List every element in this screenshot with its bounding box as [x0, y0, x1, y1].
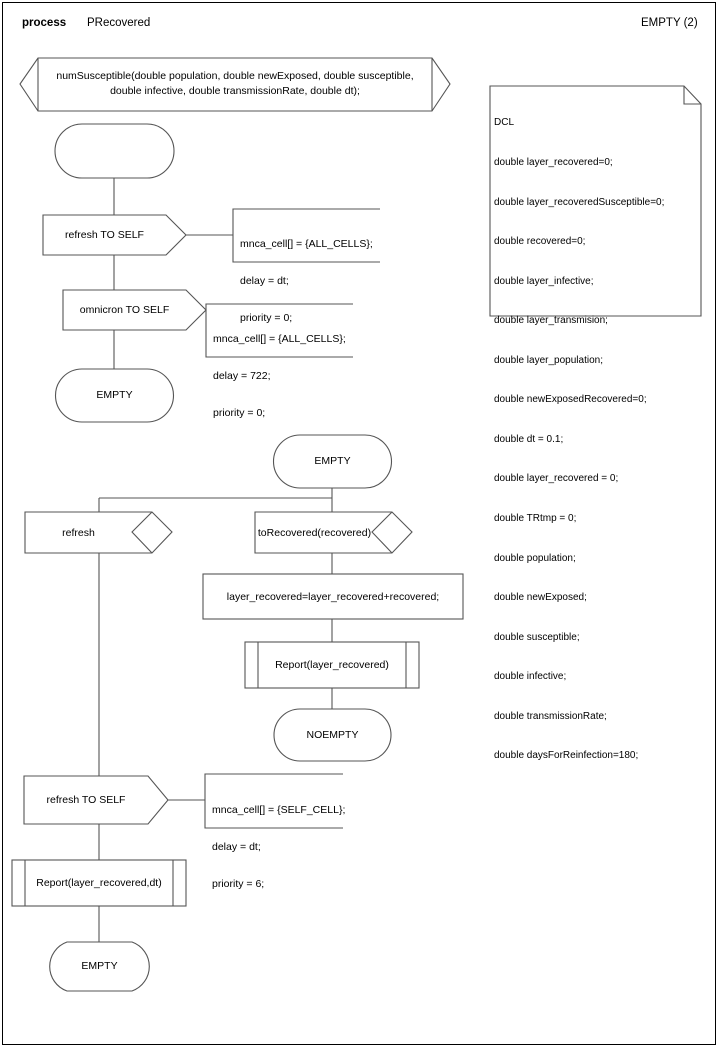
dcl-decl-1: double layer_recoveredSusceptible=0;: [494, 196, 665, 208]
state-empty-2-shape: [272, 434, 393, 489]
comment-2-line-2: priority = 0;: [213, 407, 266, 419]
comment-1-line-0: mnca_cell[] = {ALL_CELLS};: [240, 237, 373, 250]
input-torecovered-label: toRecovered(recovered): [257, 527, 372, 539]
comment-2-line-0: mnca_cell[] = {ALL_CELLS};: [213, 332, 346, 345]
dcl-decl-4: double layer_transmision;: [494, 315, 608, 327]
dcl-decl-8: double layer_recovered = 0;: [494, 473, 619, 485]
state-empty-2-label: EMPTY: [314, 455, 351, 467]
dcl-decl-7: double dt = 0.1;: [494, 433, 564, 445]
output-refresh-to-self-2-label: refresh TO SELF: [46, 794, 126, 806]
output-refresh-to-self-1-shape: [42, 214, 187, 256]
dcl-decl-9: double TRtmp = 0;: [494, 513, 577, 524]
process-keyword: process: [22, 17, 67, 29]
dcl-note-text: DCL double layer_recovered=0; double lay…: [494, 90, 694, 789]
task-assign-label: layer_recovered=layer_recovered+recovere…: [226, 591, 440, 603]
comment-1-line-1: delay = dt;: [240, 274, 289, 287]
call-report-2-label: Report(layer_recovered,dt): [36, 877, 162, 889]
comment-1-text: mnca_cell[] = {ALL_CELLS}; delay = dt; p…: [240, 213, 380, 349]
input-refresh-outline: [24, 511, 173, 554]
dcl-decl-3: double layer_infective;: [494, 275, 594, 287]
dcl-decl-11: double newExposed;: [494, 592, 587, 604]
input-refresh-notch: [131, 511, 153, 554]
call-report-1-label: Report(layer_recovered): [275, 659, 389, 671]
comment-1-bracket: [232, 208, 380, 263]
start-state-shape: [54, 123, 175, 179]
comment-2-bracket: [205, 303, 353, 358]
state-empty-3-label: EMPTY: [81, 960, 118, 972]
dcl-note-shape: [489, 85, 702, 317]
output-refresh-to-self-1-label: refresh TO SELF: [65, 229, 144, 241]
dcl-decl-14: double transmissionRate;: [494, 710, 607, 722]
comment-3-line-0: mnca_cell[] = {SELF_CELL};: [212, 803, 346, 816]
state-empty-3-shape: [49, 941, 150, 992]
input-torecovered-notch: [371, 511, 393, 554]
procedure-header-line2: double infective, double transmissionRat…: [110, 85, 360, 97]
input-torecovered-outline: [254, 511, 413, 554]
comment-3-bracket: [204, 773, 343, 829]
dcl-note-fold: [683, 86, 701, 105]
output-omnicron-to-self-label: omnicron TO SELF: [79, 304, 170, 316]
process-name: PRecovered: [87, 17, 151, 29]
input-refresh-label: refresh: [62, 527, 95, 539]
output-omnicron-to-self-shape: [62, 289, 207, 331]
state-noempty-label: NOEMPTY: [306, 729, 359, 741]
dcl-decl-2: double recovered=0;: [494, 236, 586, 248]
output-refresh-to-self-2-shape: [23, 775, 169, 825]
procedure-header-line1: numSusceptible(double population, double…: [56, 70, 414, 82]
state-noempty-shape: [273, 708, 392, 762]
dcl-decl-6: double newExposedRecovered=0;: [494, 394, 647, 406]
comment-2-line-1: delay = 722;: [213, 369, 271, 382]
state-empty-1-label: EMPTY: [96, 389, 133, 401]
dcl-decl-12: double susceptible;: [494, 631, 580, 643]
dcl-decl-13: double infective;: [494, 671, 567, 683]
dcl-decl-10: double population;: [494, 552, 576, 564]
dcl-decl-0: double layer_recovered=0;: [494, 156, 613, 168]
dcl-decl-15: double daysForReinfection=180;: [494, 750, 639, 762]
comment-3-line-2: priority = 6;: [212, 878, 265, 890]
page-count-label: EMPTY (2): [641, 17, 698, 29]
state-empty-1-shape: [54, 368, 175, 423]
comment-2-text: mnca_cell[] = {ALL_CELLS}; delay = 722; …: [213, 308, 353, 444]
comment-1-line-2: priority = 0;: [240, 312, 293, 324]
dcl-decl-5: double layer_population;: [494, 354, 603, 366]
task-assign-shape: [202, 573, 464, 620]
dcl-title: DCL: [494, 117, 515, 129]
comment-3-line-1: delay = dt;: [212, 840, 261, 853]
comment-3-text: mnca_cell[] = {SELF_CELL}; delay = dt; p…: [212, 779, 352, 915]
